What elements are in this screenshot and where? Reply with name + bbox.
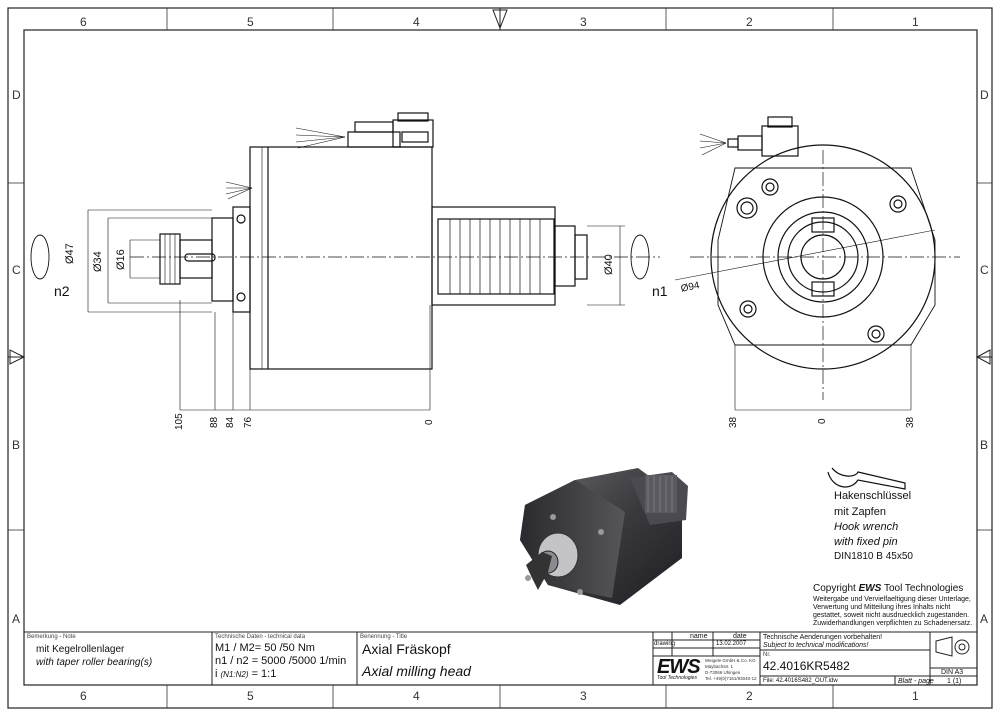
outer-frame [7,7,993,709]
remark-label: Bemerkung - Note [27,634,76,640]
format-label: DIN A3 [941,669,964,676]
zone-col-5-top: 5 [247,15,254,29]
tech-ratio-paren: (N1:N2) [220,670,249,679]
center-markers [8,8,992,365]
file-label: File: 42.4016S482_OUT.idw [763,678,838,684]
dim-diameter-40: Ø40 [603,254,615,275]
zone-row-d-right: D [980,88,989,102]
hook-wrench-de-2: mit Zapfen [834,506,886,518]
dim-diameter-16: Ø16 [115,249,127,270]
name-de: Axial Fräskopf [362,641,451,657]
dim-diameter-34: Ø34 [92,251,104,272]
ews-logo: EWS [657,656,701,678]
hook-wrench-en-1: Hook wrench [834,521,899,533]
dim-105: 105 [174,413,185,430]
zone-row-a-right: A [980,612,989,626]
dim-76: 76 [243,416,254,428]
company-line-2: Maybachstr. 1 [705,664,734,669]
rotation-label-n1: n1 [652,283,668,299]
tech-ratio: i (N1:N2) = 1:1 [215,669,276,680]
zone-row-b-right: B [980,438,989,452]
dim-38-right: 38 [905,416,916,428]
zone-col-3-top: 3 [580,15,587,29]
hook-wrench-standard: DIN1810 B 45x50 [834,551,913,562]
col-date: date [733,633,747,640]
zone-row-a-left: A [12,612,21,626]
copyright-line-3: gestattet, soweit nicht ausdruecklich zu… [813,612,970,619]
copyright-brand: EWS [858,583,882,594]
zone-col-6-top: 6 [80,15,87,29]
tech-speed: n1 / n2 = 5000 /5000 1/min [215,655,347,667]
nr-label: Nr. [763,652,771,658]
copyright-suffix: Tool Technologies [881,583,964,594]
zone-col-6-bottom: 6 [80,689,87,703]
part-number: 42.4016KR5482 [763,659,850,673]
row-drawing: drawing [654,641,676,647]
projection-symbol-icon [935,636,970,657]
company-line-3: D-73066 Uhingen [705,670,741,675]
zone-row-b-left: B [12,438,21,452]
tech-label: Technische Daten - technical data [215,634,306,640]
ews-logo-sub: Tool Technologies [657,675,697,681]
dim-38-left: 38 [728,416,739,428]
dim-88: 88 [209,416,220,428]
title-block-grid [24,631,977,685]
company-line-1: Weigele GmbH & Co. KG [705,658,756,663]
dim-0-side: 0 [424,419,435,425]
changes-de: Technische Aenderungen vorbehalten! [763,634,883,641]
hook-wrench-icon [827,467,906,490]
rotation-label-n2: n2 [54,283,70,299]
side-view [30,112,660,411]
sheet-label: Blatt - page [898,678,934,685]
zone-col-2-bottom: 2 [746,689,753,703]
copyright-line-1: Weitergabe und Vervielfaeltigung dieser … [813,596,971,603]
zone-col-1-bottom: 1 [912,689,919,703]
copyright-title: Copyright EWS Tool Technologies [813,584,963,594]
zone-col-4-top: 4 [413,15,420,29]
zone-row-d-left: D [12,88,21,102]
zone-col-4-bottom: 4 [413,689,420,703]
copyright-line-4: Zuwiderhandlungen verpflichten zu Schade… [813,620,973,627]
zone-row-c-left: C [12,263,21,277]
drawing-date: 13.02.2007 [716,641,747,647]
3d-render-image [520,468,688,605]
name-label: Benennung - Title [360,634,408,640]
tech-ratio-value: = 1:1 [248,668,277,680]
copyright-prefix: Copyright [813,583,859,594]
hook-wrench-de-1: Hakenschlüssel [834,490,912,502]
company-line-4: Tel. +49(0)7161/93040-12 [705,676,757,681]
changes-en: Subject to technical modifications! [763,642,869,649]
dim-diameter-47: Ø47 [64,243,76,264]
dim-84: 84 [225,416,236,428]
col-name: name [690,633,708,640]
front-view [674,116,960,411]
remark-de: mit Kegelrollenlager [36,644,125,655]
remark-en: with taper roller bearing(s) [36,657,153,668]
dim-0-front: 0 [817,418,828,424]
zone-row-c-right: C [980,263,989,277]
zone-col-2-top: 2 [746,15,753,29]
zone-col-5-bottom: 5 [247,689,254,703]
zone-ticks [8,8,992,708]
name-en: Axial milling head [362,663,471,679]
tech-torque: M1 / M2= 50 /50 Nm [215,642,315,654]
tech-ratio-prefix: i [215,668,221,680]
copyright-line-2: Verwertung und Mitteilung ihres Inhalts … [813,604,951,611]
zone-col-1-top: 1 [912,15,919,29]
hook-wrench-en-2: with fixed pin [834,536,898,548]
zone-col-3-bottom: 3 [580,689,587,703]
sheet-value: 1 (1) [947,678,962,685]
